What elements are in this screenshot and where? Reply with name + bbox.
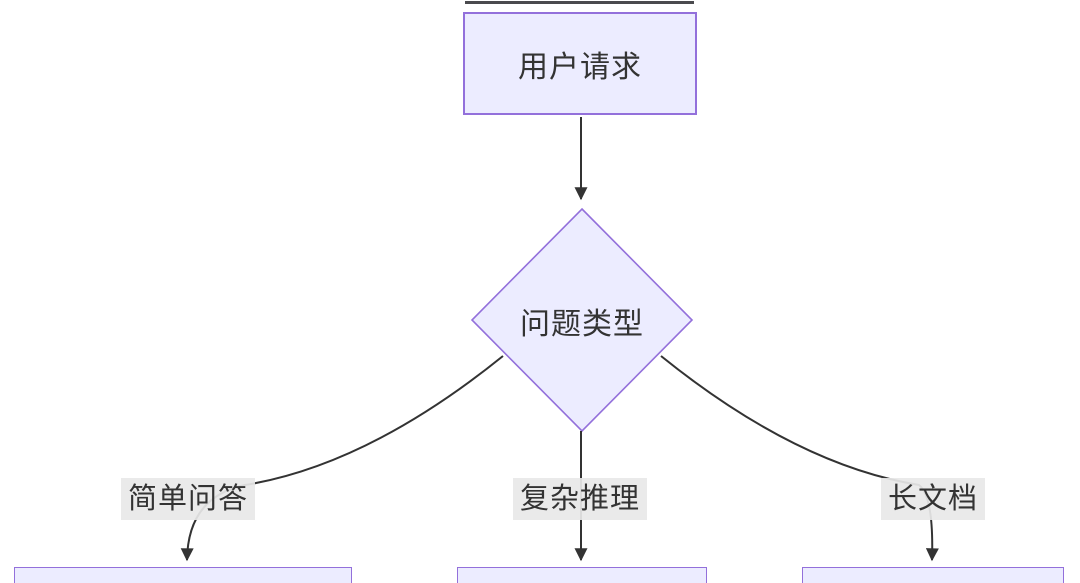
edge-branch-simple (180, 355, 504, 562)
edge-branch-longdoc (660, 355, 939, 562)
edge-label-simple-qa: 简单问答 (120, 478, 256, 520)
node-user-request: 用户请求 (463, 12, 697, 115)
node-user-request-label: 用户请求 (518, 50, 642, 84)
node-branch-longdoc-target (802, 567, 1064, 583)
edge-label-complex-reasoning: 复杂推理 (512, 478, 648, 520)
node-branch-simple-target (14, 567, 352, 583)
node-branch-complex-target (457, 567, 707, 583)
node-question-type-label: 问题类型 (520, 308, 644, 341)
cropped-element-edge (465, 1, 694, 4)
edge-label-long-document: 长文档 (880, 478, 986, 520)
